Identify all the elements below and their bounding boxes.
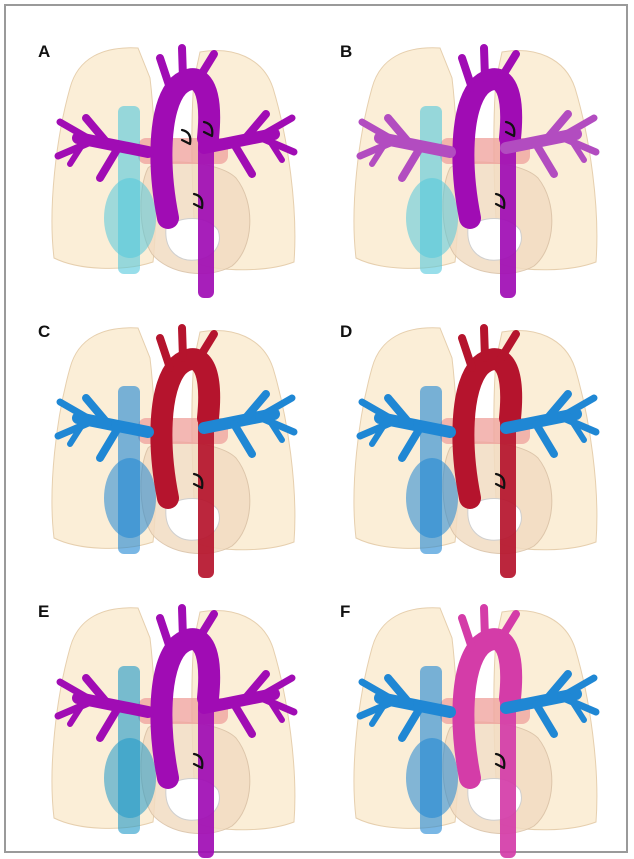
panel-e-illustration (18, 578, 318, 850)
panel-label-e: E (38, 602, 49, 622)
panel-f-right-atrium (406, 738, 458, 818)
panel-label-c: C (38, 322, 50, 342)
panel-f-descending-aorta (500, 698, 516, 858)
panel-c: C (18, 298, 318, 570)
panel-b: B (320, 18, 620, 290)
panel-f-illustration (320, 578, 620, 850)
panel-b-illustration (320, 18, 620, 290)
panel-label-d: D (340, 322, 352, 342)
panel-label-a: A (38, 42, 50, 62)
panel-a: A (18, 18, 318, 290)
panel-a-descending-aorta (198, 138, 214, 298)
panel-e-right-atrium (104, 738, 156, 818)
panel-c-descending-aorta (198, 418, 214, 578)
panel-b-right-atrium (406, 178, 458, 258)
panel-d: D (320, 298, 620, 570)
panel-e-descending-aorta (198, 698, 214, 858)
panel-b-descending-aorta (500, 138, 516, 298)
panel-d-illustration (320, 298, 620, 570)
panel-e: E (18, 578, 318, 850)
panel-c-illustration (18, 298, 318, 570)
panel-label-f: F (340, 602, 350, 622)
panel-a-illustration (18, 18, 318, 290)
panel-d-right-atrium (406, 458, 458, 538)
figure-frame: A B C D E F (4, 4, 628, 853)
panel-f: F (320, 578, 620, 850)
panel-c-right-atrium (104, 458, 156, 538)
panel-d-descending-aorta (500, 418, 516, 578)
panel-a-right-atrium (104, 178, 156, 258)
panel-label-b: B (340, 42, 352, 62)
